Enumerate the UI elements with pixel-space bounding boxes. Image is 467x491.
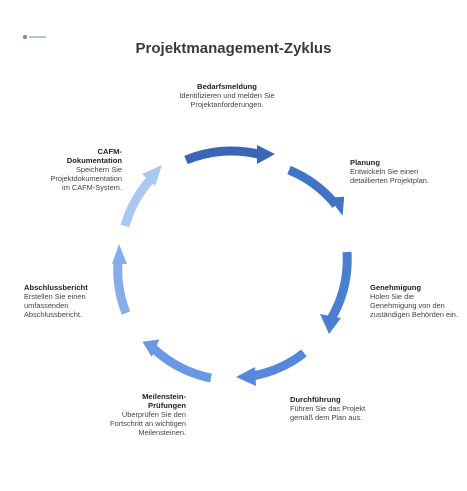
cycle-arrow <box>120 177 154 228</box>
stage-planung: Planung Entwickeln Sie einen detailliert… <box>350 158 440 185</box>
arrowhead <box>236 367 256 386</box>
arrowhead <box>142 339 160 358</box>
stage-meilenstein-pruefungen: Meilenstein-Prüfungen Überprüfen Sie den… <box>106 392 186 437</box>
stage-genehmigung: Genehmigung Holen Sie die Genehmigung vo… <box>370 283 460 319</box>
logo <box>22 34 46 40</box>
stage-abschlussbericht: Abschlussbericht Erstellen Sie einen umf… <box>24 283 114 319</box>
stage-title: Planung <box>350 158 380 167</box>
cycle-arrow <box>184 146 260 165</box>
cycle-arrow <box>251 349 307 381</box>
stage-description: Führen Sie das Projekt gemäß dem Plan au… <box>290 404 366 422</box>
stage-title: Abschlussbericht <box>24 283 88 292</box>
cycle-arrow <box>113 261 131 315</box>
stage-description: Holen Sie die Genehmigung von den zustän… <box>370 292 458 319</box>
page-title: Projektmanagement-Zyklus <box>135 40 332 57</box>
stage-title: Meilenstein-Prüfungen <box>142 392 186 410</box>
stage-description: Erstellen Sie einen umfassenden Abschlus… <box>24 292 86 319</box>
stage-title: CAFM-Dokumentation <box>66 147 122 165</box>
stage-bedarfsmeldung: Bedarfsmeldung Identifizieren und melden… <box>172 82 282 109</box>
cycle-arrow <box>149 344 212 383</box>
stage-cafm-dokumentation: CAFM-Dokumentation Speichern Sie Projekt… <box>44 147 123 192</box>
stage-title: Durchführung <box>290 395 341 404</box>
stage-title: Genehmigung <box>370 283 422 292</box>
cycle-arrow <box>287 165 340 208</box>
stage-description: Entwickeln Sie einen detaillierten Proje… <box>350 167 429 185</box>
arrowhead <box>142 165 162 186</box>
stage-description: Identifizieren und melden Sie Projektanf… <box>179 91 275 109</box>
arrowhead <box>320 314 341 334</box>
stage-description: Speichern Sie Projektdokumentation im CA… <box>50 165 123 192</box>
arrowhead <box>328 196 345 216</box>
arrowhead <box>112 244 127 264</box>
stage-durchfuehrung: Durchführung Führen Sie das Projekt gemä… <box>290 395 380 422</box>
stage-title: Bedarfsmeldung <box>197 82 257 91</box>
arrowhead <box>257 145 275 164</box>
cycle-arrow <box>327 251 352 322</box>
stage-description: Überprüfen Sie den Fortschritt an wichti… <box>110 410 186 437</box>
